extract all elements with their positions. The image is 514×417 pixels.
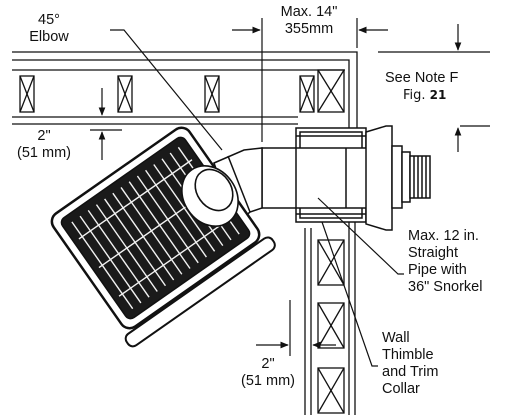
note-f-label-line1: See Note F xyxy=(385,70,459,86)
leader-lines xyxy=(110,29,404,367)
max-14-label-line1: Max. 14" xyxy=(280,4,338,20)
clearance-bottom-line1: 2" xyxy=(261,356,275,372)
note-f-figure: Fig. 21 xyxy=(385,87,458,104)
wall-thimble-label: Wall Thimble and Trim Collar xyxy=(382,330,438,398)
wall-thimble-line1: Wall xyxy=(382,330,410,346)
elbow-label-line2: Elbow xyxy=(29,29,69,45)
wall-thimble-line4: Collar xyxy=(382,381,420,397)
ceiling-joist xyxy=(12,59,345,125)
clearance-bottom-line2: (51 mm) xyxy=(241,373,295,389)
wall-thimble-line3: and Trim xyxy=(382,364,439,380)
clearance-bottom-label: 2" (51 mm) xyxy=(228,356,308,390)
straight-pipe-line1: Max. 12 in. xyxy=(408,228,479,244)
flue-collar xyxy=(181,165,239,227)
dimension-lines xyxy=(90,18,490,356)
clearance-top-line2: (51 mm) xyxy=(17,145,71,161)
straight-pipe xyxy=(261,147,373,209)
roof-corner xyxy=(12,51,358,130)
note-f-fig-number: 21 xyxy=(429,88,447,102)
note-f-fig-text: Fig. xyxy=(403,88,426,103)
wall-framing xyxy=(304,69,356,415)
straight-pipe-line3: Pipe with xyxy=(408,262,467,278)
max-14-label-line2: 355mm xyxy=(284,21,334,37)
note-f-label: See Note F Fig. 21 xyxy=(385,70,458,104)
straight-pipe-line4: 36" Snorkel xyxy=(408,279,483,295)
termination-cap xyxy=(365,125,431,231)
clearance-top-label: 2" (51 mm) xyxy=(4,128,84,162)
elbow-label: 45° Elbow xyxy=(22,12,76,46)
straight-pipe-label: Max. 12 in. Straight Pipe with 36" Snork… xyxy=(408,228,482,296)
clearance-top-line1: 2" xyxy=(37,128,51,144)
elbow-label-line1: 45° xyxy=(38,12,60,28)
straight-pipe-line2: Straight xyxy=(408,245,458,261)
max-14-label: Max. 14" 355mm xyxy=(266,4,352,38)
wall-thimble-line2: Thimble xyxy=(382,347,434,363)
